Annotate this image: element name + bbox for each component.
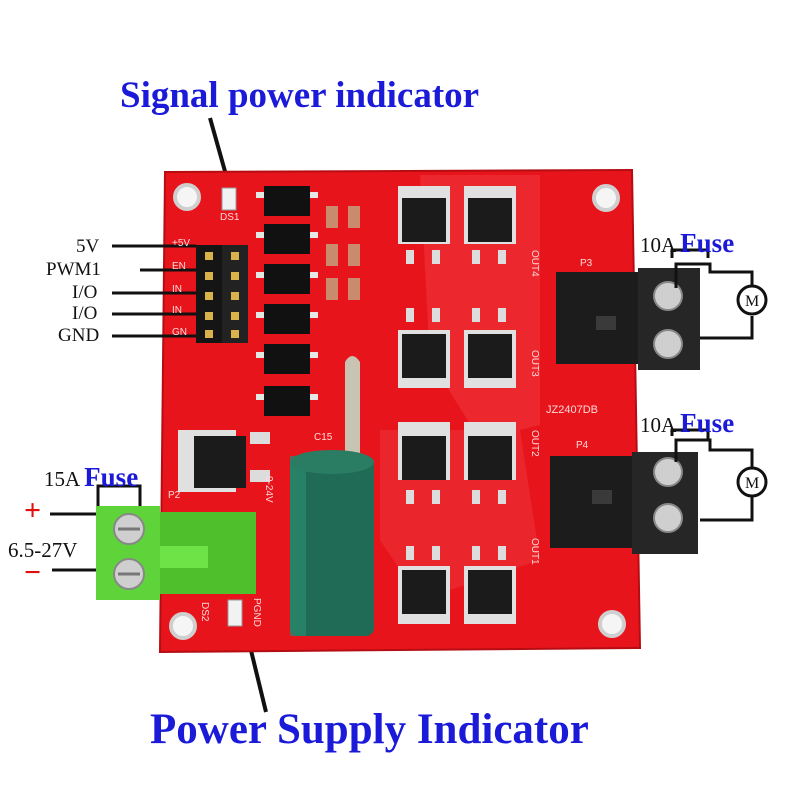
pin-label-gnd: GND: [58, 325, 100, 346]
mount-hole-tl: [173, 183, 201, 211]
signal-indicator-label: Signal power indicator: [120, 75, 480, 116]
mount-hole-tr: [592, 184, 620, 212]
fuse-word-input: Fuse: [84, 462, 139, 492]
capacitor-lead: [345, 356, 360, 456]
pin-label-pwm1: PWM1: [46, 259, 101, 280]
silk-header-gnd: GN: [172, 327, 187, 338]
silk-header-in1: IN: [172, 284, 182, 295]
motor-m-p4: M: [745, 475, 759, 492]
power-indicator-label: Power Supply Indicator: [150, 706, 589, 753]
silk-ds2: DS2: [199, 602, 210, 622]
polarity-minus: −: [24, 556, 42, 589]
silk-p3: P3: [580, 258, 593, 269]
fuse-amp-p4: 10A: [640, 413, 677, 437]
pin-label-io-2: I/O: [72, 303, 98, 324]
voltage-range: 6.5-27V: [8, 538, 78, 562]
mount-hole-bl: [169, 612, 197, 640]
led-ds1: [221, 187, 237, 211]
mount-hole-br: [598, 610, 626, 638]
pin-label-io-1: I/O: [72, 282, 98, 303]
capacitor-body: [290, 456, 374, 636]
mosfets: [398, 186, 516, 624]
silk-vin: 9-24V: [263, 476, 274, 503]
input-wiring: [50, 484, 142, 572]
silk-header-en: EN: [172, 261, 186, 272]
motor-icon-p3: [736, 284, 768, 316]
pin-lines: [112, 244, 196, 338]
silk-out1: OUT1: [529, 538, 540, 565]
silk-c15: C15: [314, 432, 333, 443]
motor-wiring-p3: [670, 248, 754, 340]
fuse-label-p3: 10A Fuse: [640, 228, 734, 259]
fuse-word-p4: Fuse: [680, 408, 735, 438]
polarity-plus: +: [24, 494, 42, 527]
motor-m-p3: M: [745, 293, 759, 310]
motor-wiring-p4: [670, 428, 754, 522]
silk-out3: OUT3: [529, 350, 540, 377]
fuse-amp-p3: 10A: [640, 233, 677, 257]
silk-model: JZ2407DB: [546, 404, 598, 416]
led-ds2: [227, 599, 243, 627]
motor-icon-p4: [736, 466, 768, 498]
silk-header-5v: +5V: [172, 238, 191, 249]
input-terminal-block: [96, 506, 256, 600]
silk-out2: OUT2: [529, 430, 540, 457]
diodes: [326, 206, 360, 300]
fuse-word-p3: Fuse: [680, 228, 735, 258]
silk-header-in2: IN: [172, 305, 182, 316]
output-terminal-p3: [556, 268, 700, 370]
silk-ds1: DS1: [220, 212, 240, 223]
silk-pgnd: PGND: [251, 598, 262, 627]
fuse-label-p4: 10A Fuse: [640, 408, 734, 439]
fuse-label-input: 15A Fuse: [44, 462, 138, 493]
regulator-body: [194, 436, 246, 488]
pin-label-5v: 5V: [76, 236, 100, 257]
optocouplers: [264, 186, 310, 416]
output-terminal-p4: [550, 452, 698, 554]
silk-p2: P2: [168, 490, 181, 501]
optocoupler-pins: [256, 192, 318, 400]
silk-out4: OUT4: [529, 250, 540, 277]
silk-p4: P4: [576, 440, 589, 451]
pin-header: [196, 245, 248, 343]
fuse-amp-input: 15A: [44, 467, 81, 491]
